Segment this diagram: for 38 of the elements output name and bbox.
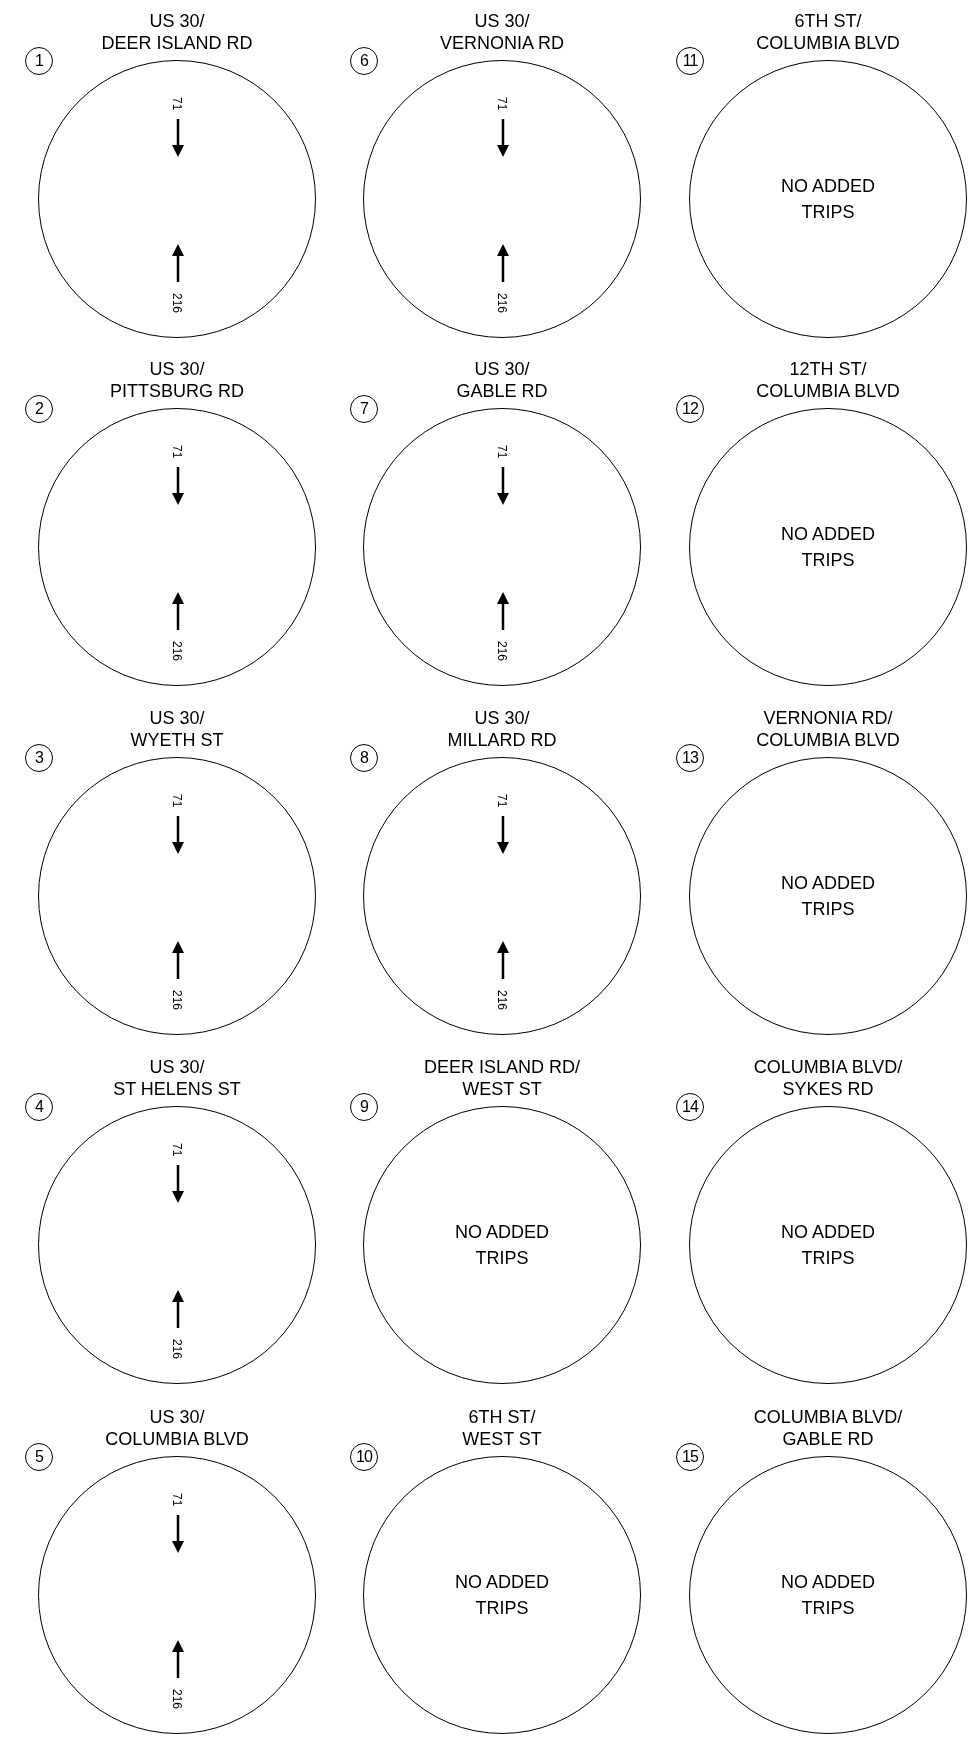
note-text: NO ADDED TRIPS xyxy=(780,1571,876,1620)
volume-label: 71 xyxy=(170,794,184,808)
volume-label: 71 xyxy=(170,1143,184,1157)
street-name-label: 6TH ST/ COLUMBIA BLVD xyxy=(756,10,900,54)
volume-label: 71 xyxy=(170,445,184,459)
volume-label: 71 xyxy=(495,445,509,459)
note-text: NO ADDED TRIPS xyxy=(780,1221,876,1270)
note-text: NO ADDED TRIPS xyxy=(780,175,876,224)
street-name-label: 6TH ST/ WEST ST xyxy=(462,1406,542,1450)
street-name-label: US 30/ PITTSBURG RD xyxy=(110,358,244,402)
street-name-label: US 30/ MILLARD RD xyxy=(447,707,557,751)
street-name-label: US 30/ WYETH ST xyxy=(130,707,224,751)
volume-label: 216 xyxy=(170,1339,184,1360)
street-name-label: COLUMBIA BLVD/ SYKES RD xyxy=(753,1056,903,1100)
volume-label: 216 xyxy=(170,990,184,1011)
volume-label: 216 xyxy=(170,641,184,662)
volume-label: 71 xyxy=(495,794,509,808)
note-text: NO ADDED TRIPS xyxy=(454,1221,550,1270)
volume-label: 71 xyxy=(495,97,509,111)
volume-label: 216 xyxy=(170,1689,184,1710)
volume-label: 216 xyxy=(495,641,509,662)
note-text: NO ADDED TRIPS xyxy=(454,1571,550,1620)
volume-label: 216 xyxy=(170,293,184,314)
volume-label: 71 xyxy=(170,1493,184,1507)
street-name-label: US 30/ VERNONIA RD xyxy=(440,10,564,54)
street-name-label: VERNONIA RD/ COLUMBIA BLVD xyxy=(756,707,900,751)
street-name-label: 12TH ST/ COLUMBIA BLVD xyxy=(756,358,900,402)
street-name-label: COLUMBIA BLVD/ GABLE RD xyxy=(753,1406,903,1450)
volume-label: 71 xyxy=(170,97,184,111)
volume-label: 216 xyxy=(495,293,509,314)
note-text: NO ADDED TRIPS xyxy=(780,872,876,921)
street-name-label: US 30/ COLUMBIA BLVD xyxy=(105,1406,249,1450)
street-name-label: DEER ISLAND RD/ WEST ST xyxy=(423,1056,580,1100)
street-name-label: US 30/ DEER ISLAND RD xyxy=(101,10,253,54)
volume-label: 216 xyxy=(495,990,509,1011)
note-text: NO ADDED TRIPS xyxy=(780,523,876,572)
street-name-label: US 30/ ST HELENS ST xyxy=(113,1056,241,1100)
street-name-label: US 30/ GABLE RD xyxy=(456,358,548,402)
